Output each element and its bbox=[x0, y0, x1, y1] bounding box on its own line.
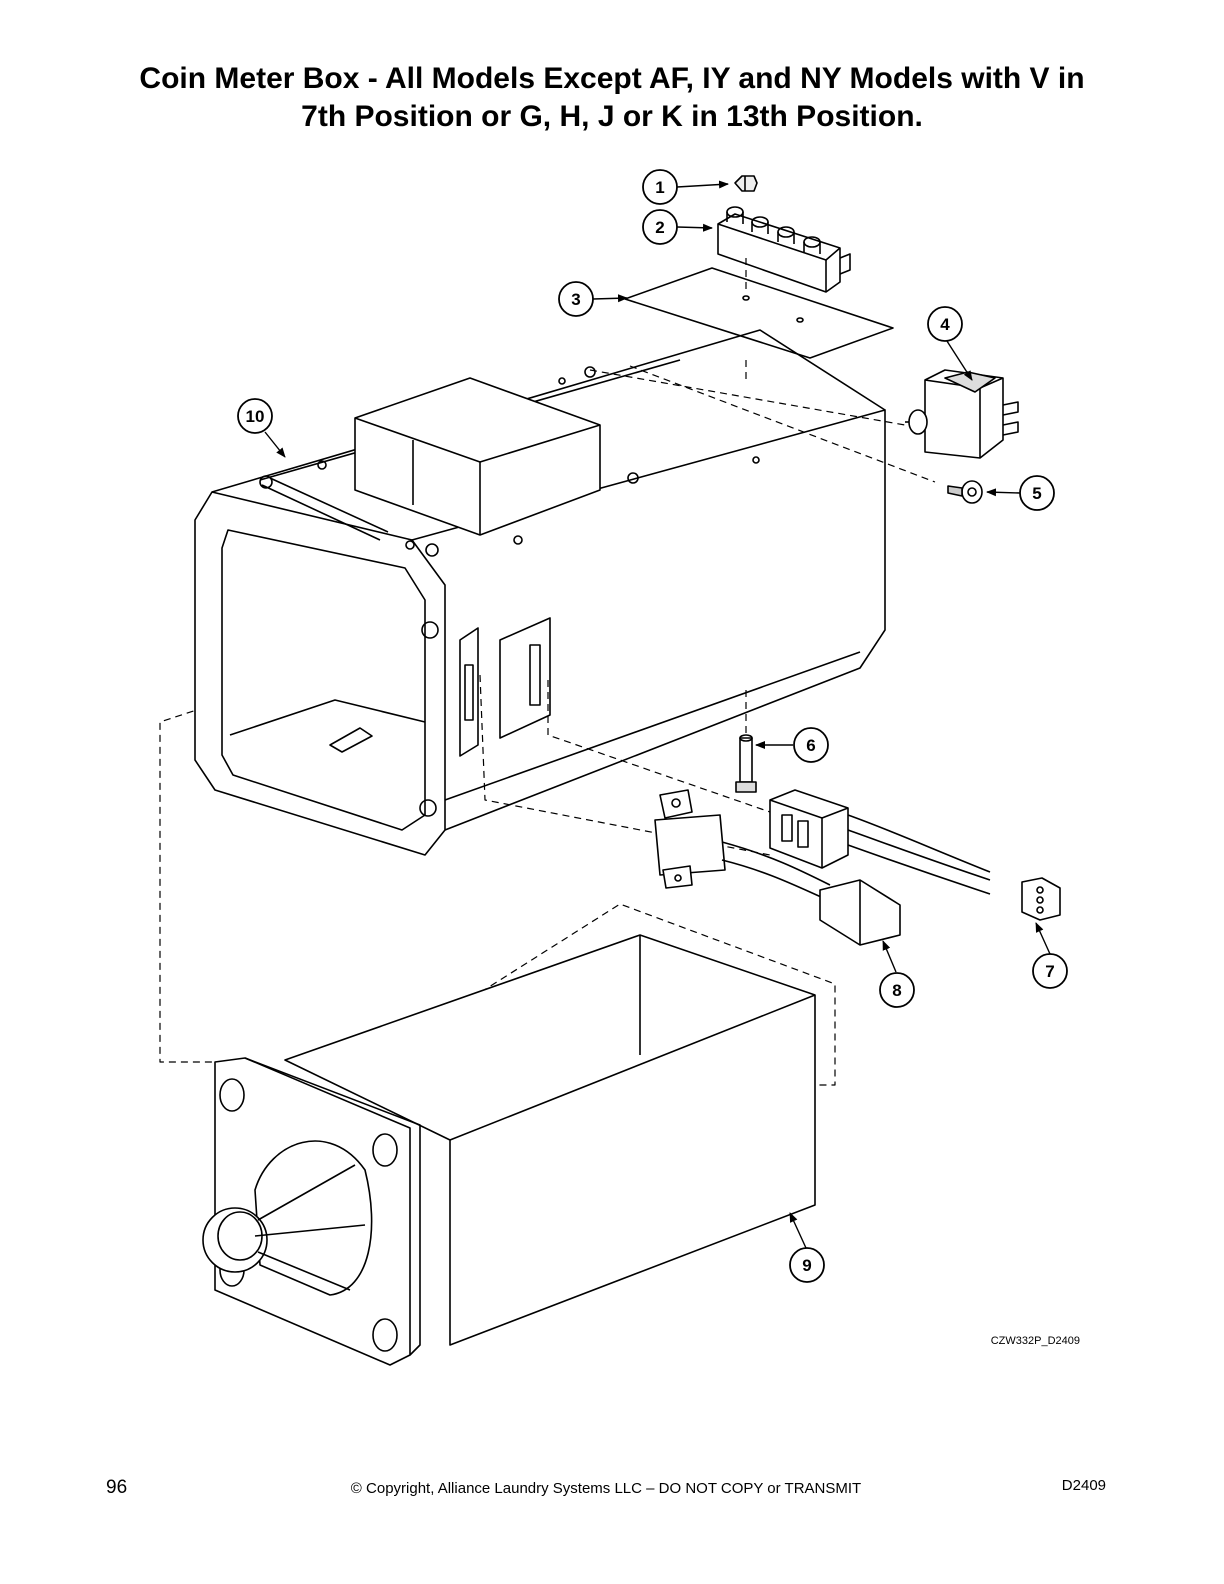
callout-number: 3 bbox=[571, 290, 580, 309]
copyright-notice: © Copyright, Alliance Laundry Systems LL… bbox=[350, 1480, 862, 1497]
callout-leaders bbox=[264, 180, 1051, 1249]
part-screw bbox=[947, 480, 983, 504]
callout-number: 9 bbox=[802, 1256, 811, 1275]
callout-number: 6 bbox=[806, 736, 815, 755]
part-coin-sensor bbox=[654, 789, 901, 946]
callout-8: 8 bbox=[879, 972, 915, 1008]
part-rocker-switch bbox=[905, 369, 1019, 459]
part-terminal-block bbox=[717, 206, 851, 293]
callout-4: 4 bbox=[927, 306, 963, 342]
page-title: Coin Meter Box - All Models Except AF, I… bbox=[60, 60, 1164, 136]
callout-number: 5 bbox=[1032, 484, 1041, 503]
terminal-posts bbox=[726, 206, 821, 254]
part-nut bbox=[734, 175, 758, 192]
callout-number: 4 bbox=[940, 315, 950, 334]
document-code: D2409 bbox=[1061, 1477, 1106, 1494]
part-harness bbox=[769, 789, 1061, 921]
callout-number: 7 bbox=[1045, 962, 1054, 981]
callout-9: 9 bbox=[789, 1247, 825, 1283]
callout-3: 3 bbox=[558, 281, 594, 317]
callout-7: 7 bbox=[1032, 953, 1068, 989]
title-line-1: Coin Meter Box - All Models Except AF, I… bbox=[139, 62, 1085, 95]
callout-6: 6 bbox=[793, 727, 829, 763]
callout-number: 1 bbox=[655, 178, 664, 197]
callout-number: 2 bbox=[655, 218, 664, 237]
page-number: 96 bbox=[106, 1477, 128, 1498]
part-meter-box-chassis bbox=[194, 329, 886, 856]
part-insulator-plate bbox=[624, 267, 894, 359]
callout-2: 2 bbox=[642, 209, 678, 245]
callout-10: 10 bbox=[237, 398, 273, 434]
title-line-2: 7th Position or G, H, J or K in 13th Pos… bbox=[301, 100, 923, 133]
part-bolt bbox=[735, 734, 757, 793]
callout-number: 8 bbox=[892, 981, 901, 1000]
callout-number: 10 bbox=[246, 407, 265, 426]
callout-1: 1 bbox=[642, 169, 678, 205]
figure-id: CZW332P_D2409 bbox=[990, 1335, 1080, 1347]
part-coin-box bbox=[202, 934, 816, 1366]
callout-5: 5 bbox=[1019, 475, 1055, 511]
callouts: 1 2 3 4 5 6 7 8 9 10 bbox=[237, 169, 1068, 1283]
